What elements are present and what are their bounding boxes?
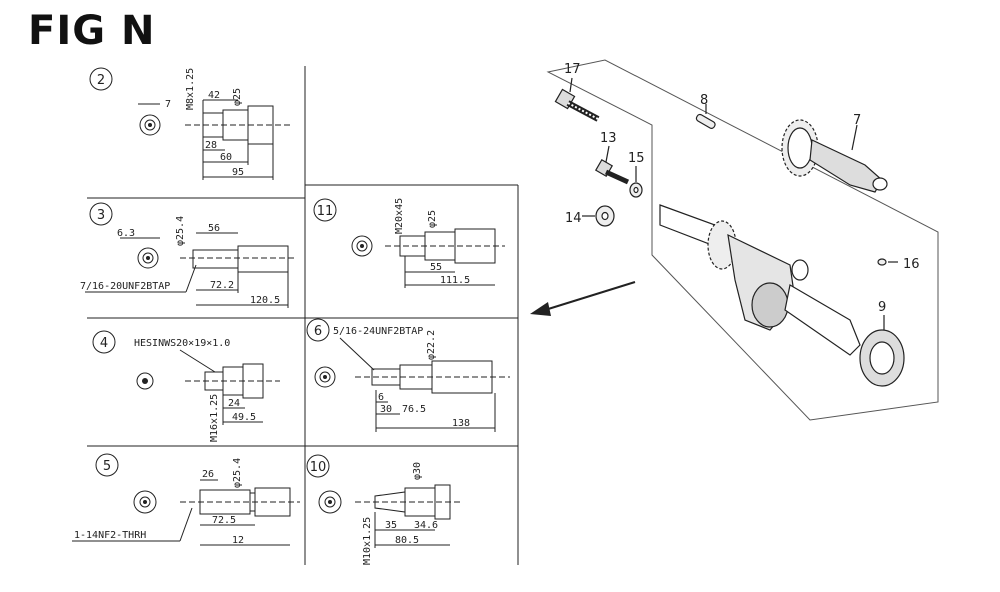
variant-10: 10 φ30 M10x1.25 35 34.6 80.5 [306,454,460,565]
bearing-9 [859,315,905,387]
variant-number: 2 [97,73,105,88]
svg-text:111.5: 111.5 [440,275,470,286]
shaft-side-view [385,228,505,288]
svg-text:5/16-24UNF2BTAP: 5/16-24UNF2BTAP [333,326,423,337]
shaft-side-view [138,99,290,180]
svg-text:76.5: 76.5 [402,404,426,415]
shaft-end-view [136,372,154,390]
svg-text:φ25.4: φ25.4 [175,216,186,246]
svg-text:6: 6 [378,392,384,403]
svg-text:72.5: 72.5 [212,515,236,526]
svg-text:28: 28 [205,140,217,151]
svg-text:80.5: 80.5 [395,535,419,546]
bolt-13 [594,145,630,185]
shaft-end-view [139,114,161,136]
variant-2: 2 7 42 M8x1.25 φ25 28 60 95 [89,67,290,180]
svg-text:φ30: φ30 [412,462,423,480]
callout-13: 13 [600,131,617,146]
washer-15 [629,166,643,198]
svg-text:φ25: φ25 [427,210,438,228]
pin-16 [877,258,898,266]
shaft-side-view [85,232,295,308]
svg-text:72.2: 72.2 [210,280,234,291]
svg-text:10: 10 [310,460,327,475]
callout-15: 15 [628,151,645,166]
svg-text:7/16-20UNF2BTAP: 7/16-20UNF2BTAP [80,281,170,292]
svg-text:11: 11 [317,204,334,219]
callout-7: 7 [853,113,861,128]
svg-text:4: 4 [100,336,108,351]
svg-text:95: 95 [232,167,244,178]
exploded-view-frame [546,59,939,421]
callout-9: 9 [878,300,886,315]
shaft-end-view [314,366,336,388]
shaft-side-view [179,349,280,425]
svg-text:5: 5 [103,459,111,474]
pointer-arrow [530,281,636,316]
svg-text:56: 56 [208,223,220,234]
svg-text:26: 26 [202,469,214,480]
callout-17: 17 [564,62,581,77]
svg-text:M20x45: M20x45 [394,198,405,234]
svg-text:24: 24 [228,398,240,409]
shaft-side-view [339,337,510,432]
variant-5: 5 26 φ25.4 72.5 12 1-14NF2-THRH [72,453,300,546]
svg-text:7: 7 [165,99,171,110]
shaft-end-view [133,490,157,514]
svg-text:120.5: 120.5 [250,295,280,306]
svg-text:3: 3 [97,208,105,223]
shaft-end-view [318,490,342,514]
callout-labels: 17 8 7 13 15 14 16 9 [564,62,920,315]
callout-16: 16 [903,257,920,272]
svg-text:HESINWS20×19×1.0: HESINWS20×19×1.0 [134,338,230,349]
svg-text:30: 30 [380,404,392,415]
svg-text:35: 35 [385,520,397,531]
svg-text:12: 12 [232,535,244,546]
callout-8: 8 [700,93,708,108]
svg-text:42: 42 [208,90,220,101]
figure-title: FIG N [28,8,156,54]
bolt-17 [554,77,600,122]
svg-text:1-14NF2-THRH: 1-14NF2-THRH [74,530,146,541]
svg-text:34.6: 34.6 [414,520,438,531]
svg-text:M10x1.25: M10x1.25 [362,517,373,565]
shaft-end-view [137,247,159,269]
shaft-end-view [351,235,373,257]
washer-14 [582,205,615,227]
svg-text:M8x1.25: M8x1.25 [185,68,196,110]
svg-text:M16x1.25: M16x1.25 [209,394,220,442]
shaft-side-view [355,484,460,548]
crankshaft [659,204,861,356]
svg-text:φ25.4: φ25.4 [232,458,243,488]
exploded-view [554,77,905,387]
svg-text:6.3: 6.3 [117,228,135,239]
svg-text:138: 138 [452,418,470,429]
variant-3: 3 6.3 φ25.4 56 72.2 120.5 7/16-20UNF2BTA… [80,202,295,308]
svg-text:49.5: 49.5 [232,412,256,423]
camshaft-7 [781,119,888,193]
variant-4: 4 HESINWS20×19×1.0 M16x1.25 24 49.5 [92,330,280,442]
pin-8 [695,104,716,129]
variant-11: 11 M20x45 φ25 55 111.5 [313,198,505,288]
svg-text:φ25: φ25 [232,88,243,106]
variant-6: 6 5/16-24UNF2BTAP φ22.2 6 30 76.5 138 [306,318,510,432]
callout-14: 14 [565,211,582,226]
svg-text:55: 55 [430,262,442,273]
shaft-side-view [72,479,300,546]
svg-text:60: 60 [220,152,232,163]
svg-text:6: 6 [314,324,322,339]
svg-text:φ22.2: φ22.2 [426,330,437,360]
